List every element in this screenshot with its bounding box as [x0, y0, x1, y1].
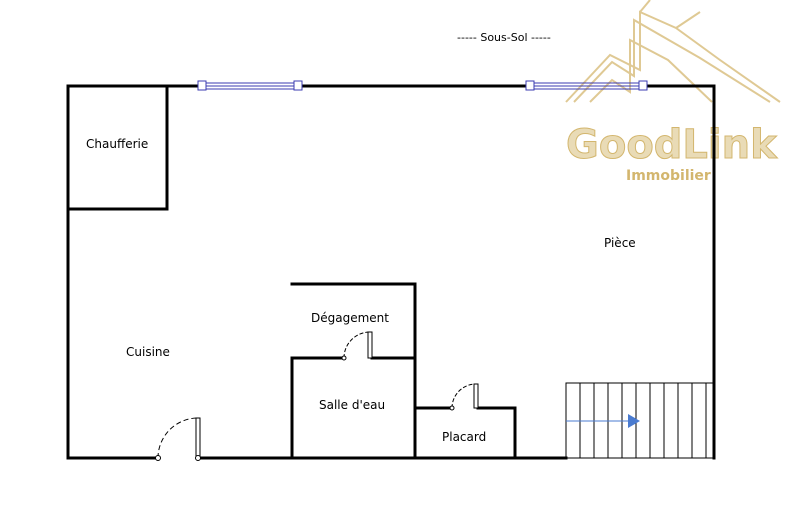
room-label-piece: Pièce	[604, 236, 636, 250]
placard-walls	[413, 406, 517, 460]
room-label-cuisine: Cuisine	[126, 345, 170, 359]
door-entrance	[155, 417, 201, 461]
degagement-walls	[290, 282, 417, 460]
chaufferie-walls	[66, 84, 169, 211]
window-right	[525, 80, 648, 91]
plan-title: ----- Sous-Sol -----	[457, 31, 551, 44]
room-label-placard: Placard	[442, 430, 486, 444]
staircase	[565, 382, 715, 459]
room-label-salle-eau: Salle d'eau	[319, 398, 385, 412]
window-left	[197, 80, 303, 91]
stairs-arrow-icon	[628, 414, 640, 428]
roof-icon	[565, 0, 781, 103]
door-degagement	[341, 331, 373, 361]
goodlink-logo: GoodLink Immobilier	[565, 0, 781, 184]
door-placard	[449, 383, 479, 411]
logo-name: GoodLink	[566, 122, 778, 168]
room-label-degagement: Dégagement	[311, 311, 389, 325]
logo-tagline: Immobilier	[626, 168, 711, 184]
room-label-chaufferie: Chaufferie	[86, 137, 148, 151]
